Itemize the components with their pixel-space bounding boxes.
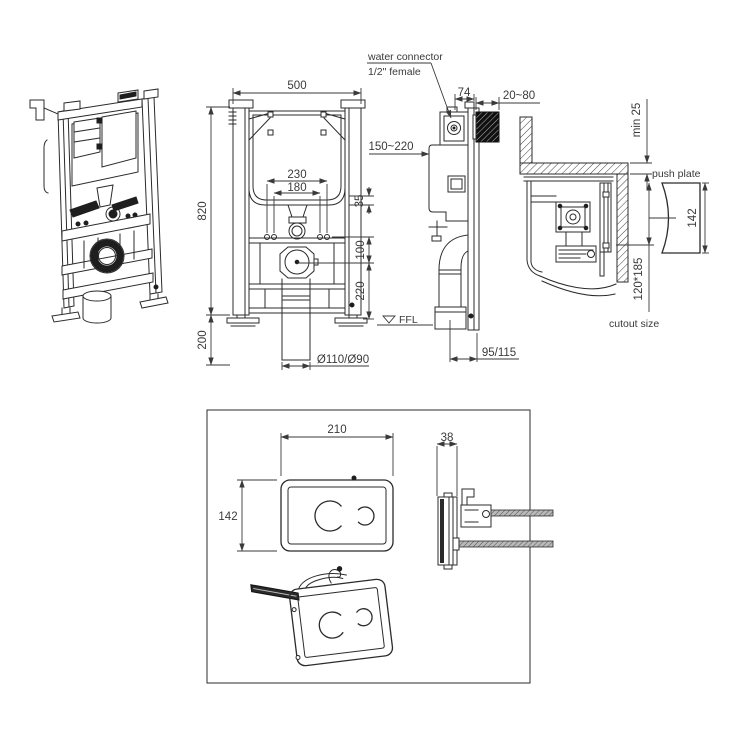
dim-depth-range: 150~220 [368,141,413,153]
dim-fixing-wide: 230 [287,169,306,181]
niche-ceiling [519,162,629,175]
wall-upper [519,116,533,164]
dim-fixing-narrow: 180 [287,182,306,194]
label-ffl: FFL [399,314,418,326]
dim-100: 100 [355,240,367,259]
dim-plate-height: 142 [218,511,237,523]
dim-plate-height-section: 142 [687,208,699,227]
dim-220: 220 [355,281,367,300]
dim-frame-height: 820 [197,201,209,220]
dim-outlet-pipe: Ø110/Ø90 [317,354,369,366]
isometric-frame-view [29,88,169,324]
push-plate-detail-box: 210 142 38 [206,409,554,684]
push-plate-front-view [280,475,394,552]
mounting-rod-upper [490,509,554,517]
label-water-connector-2: 1/2" female [368,66,421,78]
dim-plate-depth: 38 [441,432,454,444]
wall-section-dimensions: min 25 push plate 142 120*185 cutout siz… [609,99,709,330]
push-plate-isometric-view [250,566,394,667]
dim-74: 74 [458,87,471,99]
dim-min-cover: min 25 [631,103,643,138]
side-view [428,101,500,331]
dim-frame-width: 500 [287,80,306,92]
mounting-rod-lower [456,540,554,548]
push-plate-profile [661,182,701,254]
wall-lower [616,173,629,283]
dim-35: 35 [354,195,366,208]
dim-cutout: 120*185 [633,258,645,301]
dim-plate-width: 210 [327,424,346,436]
dim-leg-extension: 200 [197,330,209,349]
dim-wall-distance: 20~80 [503,90,535,102]
label-push-plate: push plate [652,168,701,180]
label-water-connector-1: water connector [367,51,443,63]
dim-outlet-offset: 95/115 [482,347,516,359]
label-cutout-size: cutout size [609,318,659,330]
wall-bracket-block [475,111,500,143]
wall-section-view [519,116,629,297]
flush-button-small [357,506,375,526]
flush-button-large [314,500,342,532]
push-plate-side-view: 38 [436,432,554,570]
front-view-dimensions: 500 820 200 230 180 35 100 220 Ø110/Ø9 [197,80,374,370]
side-view-dimensions: water connector 1/2" female 74 20~80 150… [367,51,540,362]
